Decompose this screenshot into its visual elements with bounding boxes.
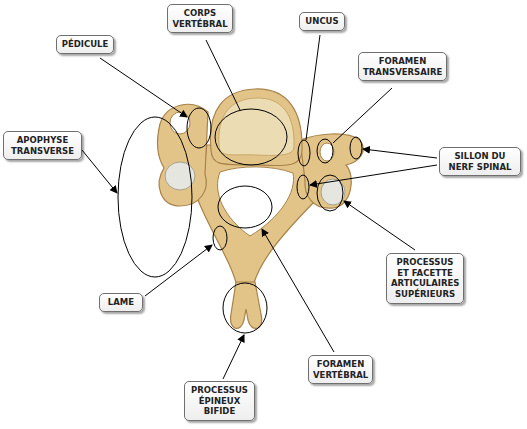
callout-box: PROCESSUS ÉPINEUX BIFIDE — [184, 381, 255, 421]
callout-box: CORPS VERTÉBRAL — [167, 4, 233, 33]
callout-box: APOPHYSE TRANSVERSE — [3, 131, 82, 160]
callout-box: FORAMEN VERTÉBRAL — [308, 355, 373, 384]
callout-label: FORAMEN TRANSVERSAIRE — [363, 56, 442, 77]
callout-label: APOPHYSE TRANSVERSE — [8, 135, 77, 156]
callout-box: SILLON DU NERF SPINAL — [439, 147, 521, 176]
callout-box: PÉDICULE — [56, 35, 114, 54]
callout-box: UNCUS — [299, 12, 345, 31]
callout-label: CORPS VERTÉBRAL — [172, 8, 228, 29]
callout-label: PÉDICULE — [61, 39, 109, 50]
callout-label: SILLON DU NERF SPINAL — [444, 151, 516, 172]
callout-label: PROCESSUS ET FACETTE ARTICULAIRES SUPÉRI… — [391, 257, 459, 300]
callout-label: PROCESSUS ÉPINEUX BIFIDE — [189, 385, 250, 417]
callout-box: FORAMEN TRANSVERSAIRE — [358, 52, 447, 81]
callout-label: FORAMEN VERTÉBRAL — [313, 359, 368, 380]
callout-label: LAME — [104, 297, 138, 308]
callout-label: UNCUS — [304, 16, 340, 27]
callout-box: PROCESSUS ET FACETTE ARTICULAIRES SUPÉRI… — [386, 253, 464, 304]
callout-box: LAME — [99, 293, 143, 312]
